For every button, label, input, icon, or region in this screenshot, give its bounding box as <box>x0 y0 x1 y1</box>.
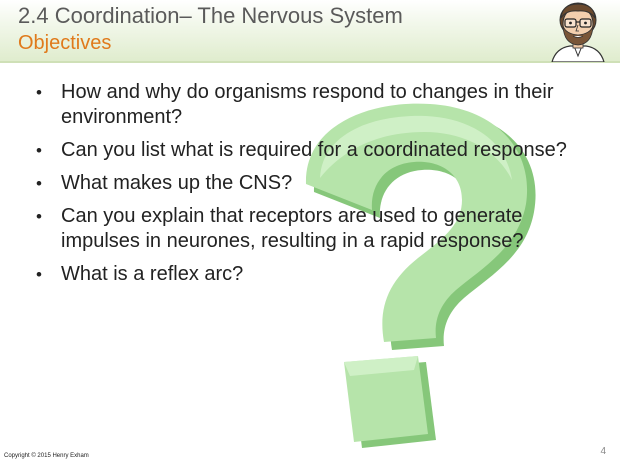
list-item: • Can you explain that receptors are used… <box>34 204 594 254</box>
copyright-notice: Copyright © 2015 Henry Exham <box>4 453 89 459</box>
slide-title: 2.4 Coordination– The Nervous System <box>18 3 403 28</box>
objectives-list: • How and why do organisms respond to cha… <box>34 80 594 295</box>
slide-subtitle: Objectives <box>18 32 112 54</box>
bullet-icon: • <box>36 83 42 102</box>
list-item-text: How and why do organisms respond to chan… <box>61 81 554 128</box>
list-item: • Can you list what is required for a coo… <box>34 138 594 163</box>
header-divider <box>0 61 620 63</box>
list-item: • What makes up the CNS? <box>34 171 594 196</box>
cartoon-face-icon <box>551 2 605 62</box>
list-item-text: What is a reflex arc? <box>61 263 244 285</box>
question-mark-icon <box>305 103 536 448</box>
list-item-text: Can you list what is required for a coor… <box>61 139 567 161</box>
bullet-icon: • <box>36 207 42 226</box>
page-number: 4 <box>600 446 606 457</box>
list-item: • How and why do organisms respond to cha… <box>34 80 594 130</box>
list-item: • What is a reflex arc? <box>34 262 594 287</box>
list-item-text: What makes up the CNS? <box>61 172 293 194</box>
bullet-icon: • <box>36 265 42 284</box>
bullet-icon: • <box>36 141 42 160</box>
bullet-icon: • <box>36 174 42 193</box>
header-band <box>0 0 620 62</box>
list-item-text: Can you explain that receptors are used … <box>61 205 524 252</box>
